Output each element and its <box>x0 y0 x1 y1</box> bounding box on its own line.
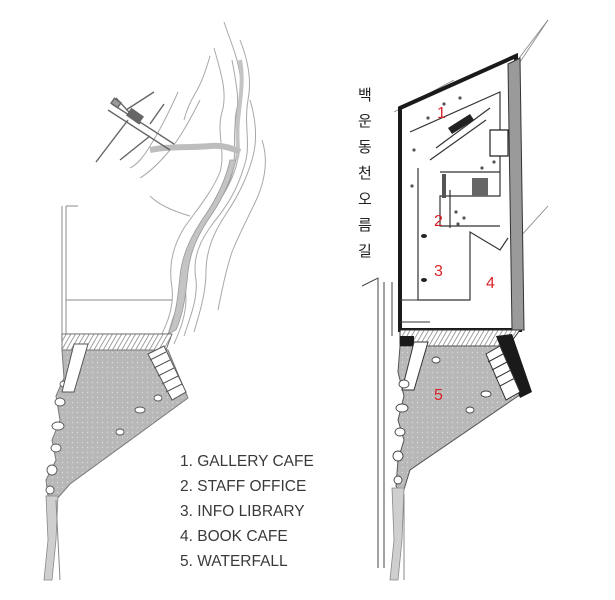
interior-partitions <box>409 91 509 301</box>
edge-rocks <box>45 368 163 495</box>
furniture-marks <box>410 96 496 226</box>
legend-item: 1. GALLERY CAFE <box>180 453 314 470</box>
waterfall-plaza <box>45 349 189 501</box>
room-legend: 1. GALLERY CAFE 2. STAFF OFFICE 3. INFO … <box>180 453 314 570</box>
legend-item: 4. BOOK CAFE <box>180 528 288 545</box>
street-name-char: 천 <box>358 164 372 182</box>
building-floor-plan: 1 2 3 4 5 <box>361 19 549 581</box>
stream-contours <box>129 21 266 345</box>
legend-item: 5. WATERFALL <box>180 553 288 570</box>
legend-item: 2. STAFF OFFICE <box>180 478 306 495</box>
site-overview-plan <box>43 21 266 581</box>
street-name-char: 름 <box>358 216 372 234</box>
zone-label-3: 3 <box>434 263 443 280</box>
street-name-char: 동 <box>358 138 372 156</box>
street-name-char: 오 <box>358 190 372 208</box>
street-name-char: 백 <box>358 86 372 104</box>
zone-label-2: 2 <box>434 213 443 230</box>
legend-item: 3. INFO LIBRARY <box>180 503 305 520</box>
edge-rocks-right <box>392 356 492 485</box>
street-name-char: 길 <box>358 242 372 260</box>
zone-label-4: 4 <box>486 275 495 292</box>
upstream-bridge-structure <box>95 91 175 163</box>
dark-wall-elements <box>421 114 509 282</box>
stairs-right <box>485 345 521 401</box>
zone-label-5: 5 <box>434 387 443 404</box>
ramp-right <box>401 341 429 391</box>
retaining-wall-lines <box>61 205 172 340</box>
street-name-char: 운 <box>358 112 372 130</box>
stream-water <box>167 159 237 335</box>
ramp <box>61 343 89 393</box>
zone-label-1: 1 <box>437 105 446 122</box>
street-name-vertical: 백 운 동 천 오 름 길 <box>358 86 372 260</box>
stairs <box>147 345 187 401</box>
